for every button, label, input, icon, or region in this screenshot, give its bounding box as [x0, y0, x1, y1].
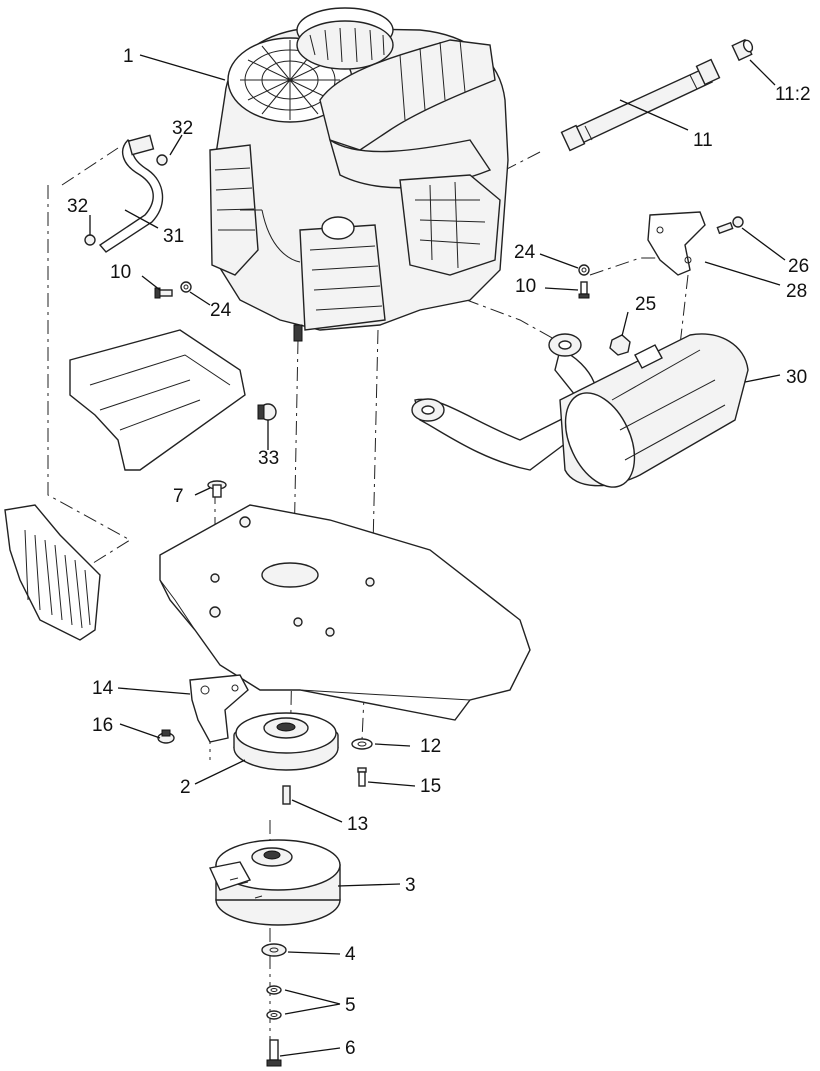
callout-32-left: 32 [67, 196, 88, 217]
washers-5 [266, 985, 282, 1020]
callout-labels: 1 2 3 4 5 6 7 10 10 11 11:2 12 13 14 15 … [67, 46, 811, 1059]
callout-32-top: 32 [172, 118, 193, 139]
callout-24-right: 24 [514, 242, 536, 263]
callout-12: 12 [420, 736, 441, 757]
engine-bolt-left [154, 281, 192, 299]
engine [209, 7, 509, 342]
callout-28: 30 [786, 367, 807, 388]
clutch-washer-4 [261, 943, 287, 957]
callout-3: 3 [405, 875, 416, 896]
callout-10-right: 10 [515, 276, 536, 297]
muffler [411, 333, 749, 488]
callout-6: 6 [345, 1038, 356, 1059]
muffler-bracket [647, 211, 744, 276]
callout-10-left: 10 [110, 262, 131, 283]
heat-shield-bracket [69, 329, 277, 471]
clevis-pin [207, 480, 227, 498]
callout-25: 25 [635, 294, 656, 315]
callout-33: 33 [258, 448, 279, 469]
fuel-hose [84, 134, 168, 253]
leader-lines [89, 54, 786, 1057]
engine-deck [159, 504, 531, 721]
callout-1: 1 [123, 46, 134, 67]
breather-tube [560, 38, 754, 152]
washer-12 [351, 738, 373, 750]
callout-30: 28 [786, 281, 807, 302]
callout-11-2: 11:2 [775, 84, 811, 105]
callout-13: 13 [347, 814, 368, 835]
callout-2: 2 [180, 777, 191, 798]
bolt-6 [266, 1039, 282, 1067]
key-13 [282, 785, 291, 805]
callout-11: 11 [693, 130, 713, 151]
callout-16: 16 [92, 715, 113, 736]
electric-clutch [208, 839, 341, 926]
muffler-hardware [578, 264, 590, 299]
callout-7: 7 [173, 486, 184, 507]
callout-14: 14 [92, 678, 114, 699]
callout-26: 26 [788, 256, 809, 277]
callout-5: 5 [345, 995, 356, 1016]
callout-15: 15 [420, 776, 441, 797]
callout-4: 4 [345, 944, 356, 965]
side-grille [4, 504, 101, 641]
callout-31: 31 [163, 226, 184, 247]
pulley [233, 712, 339, 771]
bolt-15 [357, 767, 367, 787]
idler-bracket [157, 674, 249, 744]
callout-24-left: 24 [210, 300, 232, 321]
